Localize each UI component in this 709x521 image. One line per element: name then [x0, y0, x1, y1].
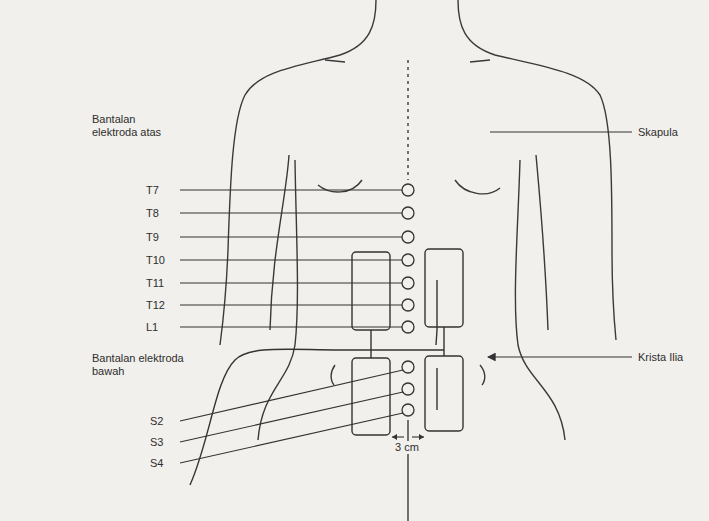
- vertebra-label: T7: [146, 184, 159, 197]
- part-label: Bantalan elektroda atas: [92, 113, 170, 139]
- dimension-label: 3 cm: [394, 441, 420, 454]
- vertebra-label: L1: [146, 321, 158, 334]
- part-label: Bantalan elektroda bawah: [92, 352, 184, 378]
- part-label: Krista Ilia: [638, 351, 683, 364]
- part-label: Skapula: [638, 126, 678, 139]
- vertebra-label: S3: [150, 436, 163, 449]
- vertebra-label: S2: [150, 415, 163, 428]
- vertebra-label: S4: [150, 457, 163, 470]
- vertebra-label: T8: [146, 207, 159, 220]
- vertebra-label: T11: [146, 277, 164, 290]
- vertebra-label: T10: [146, 254, 165, 267]
- vertebra-label: T12: [146, 299, 165, 312]
- vertebra-label: T9: [146, 231, 159, 244]
